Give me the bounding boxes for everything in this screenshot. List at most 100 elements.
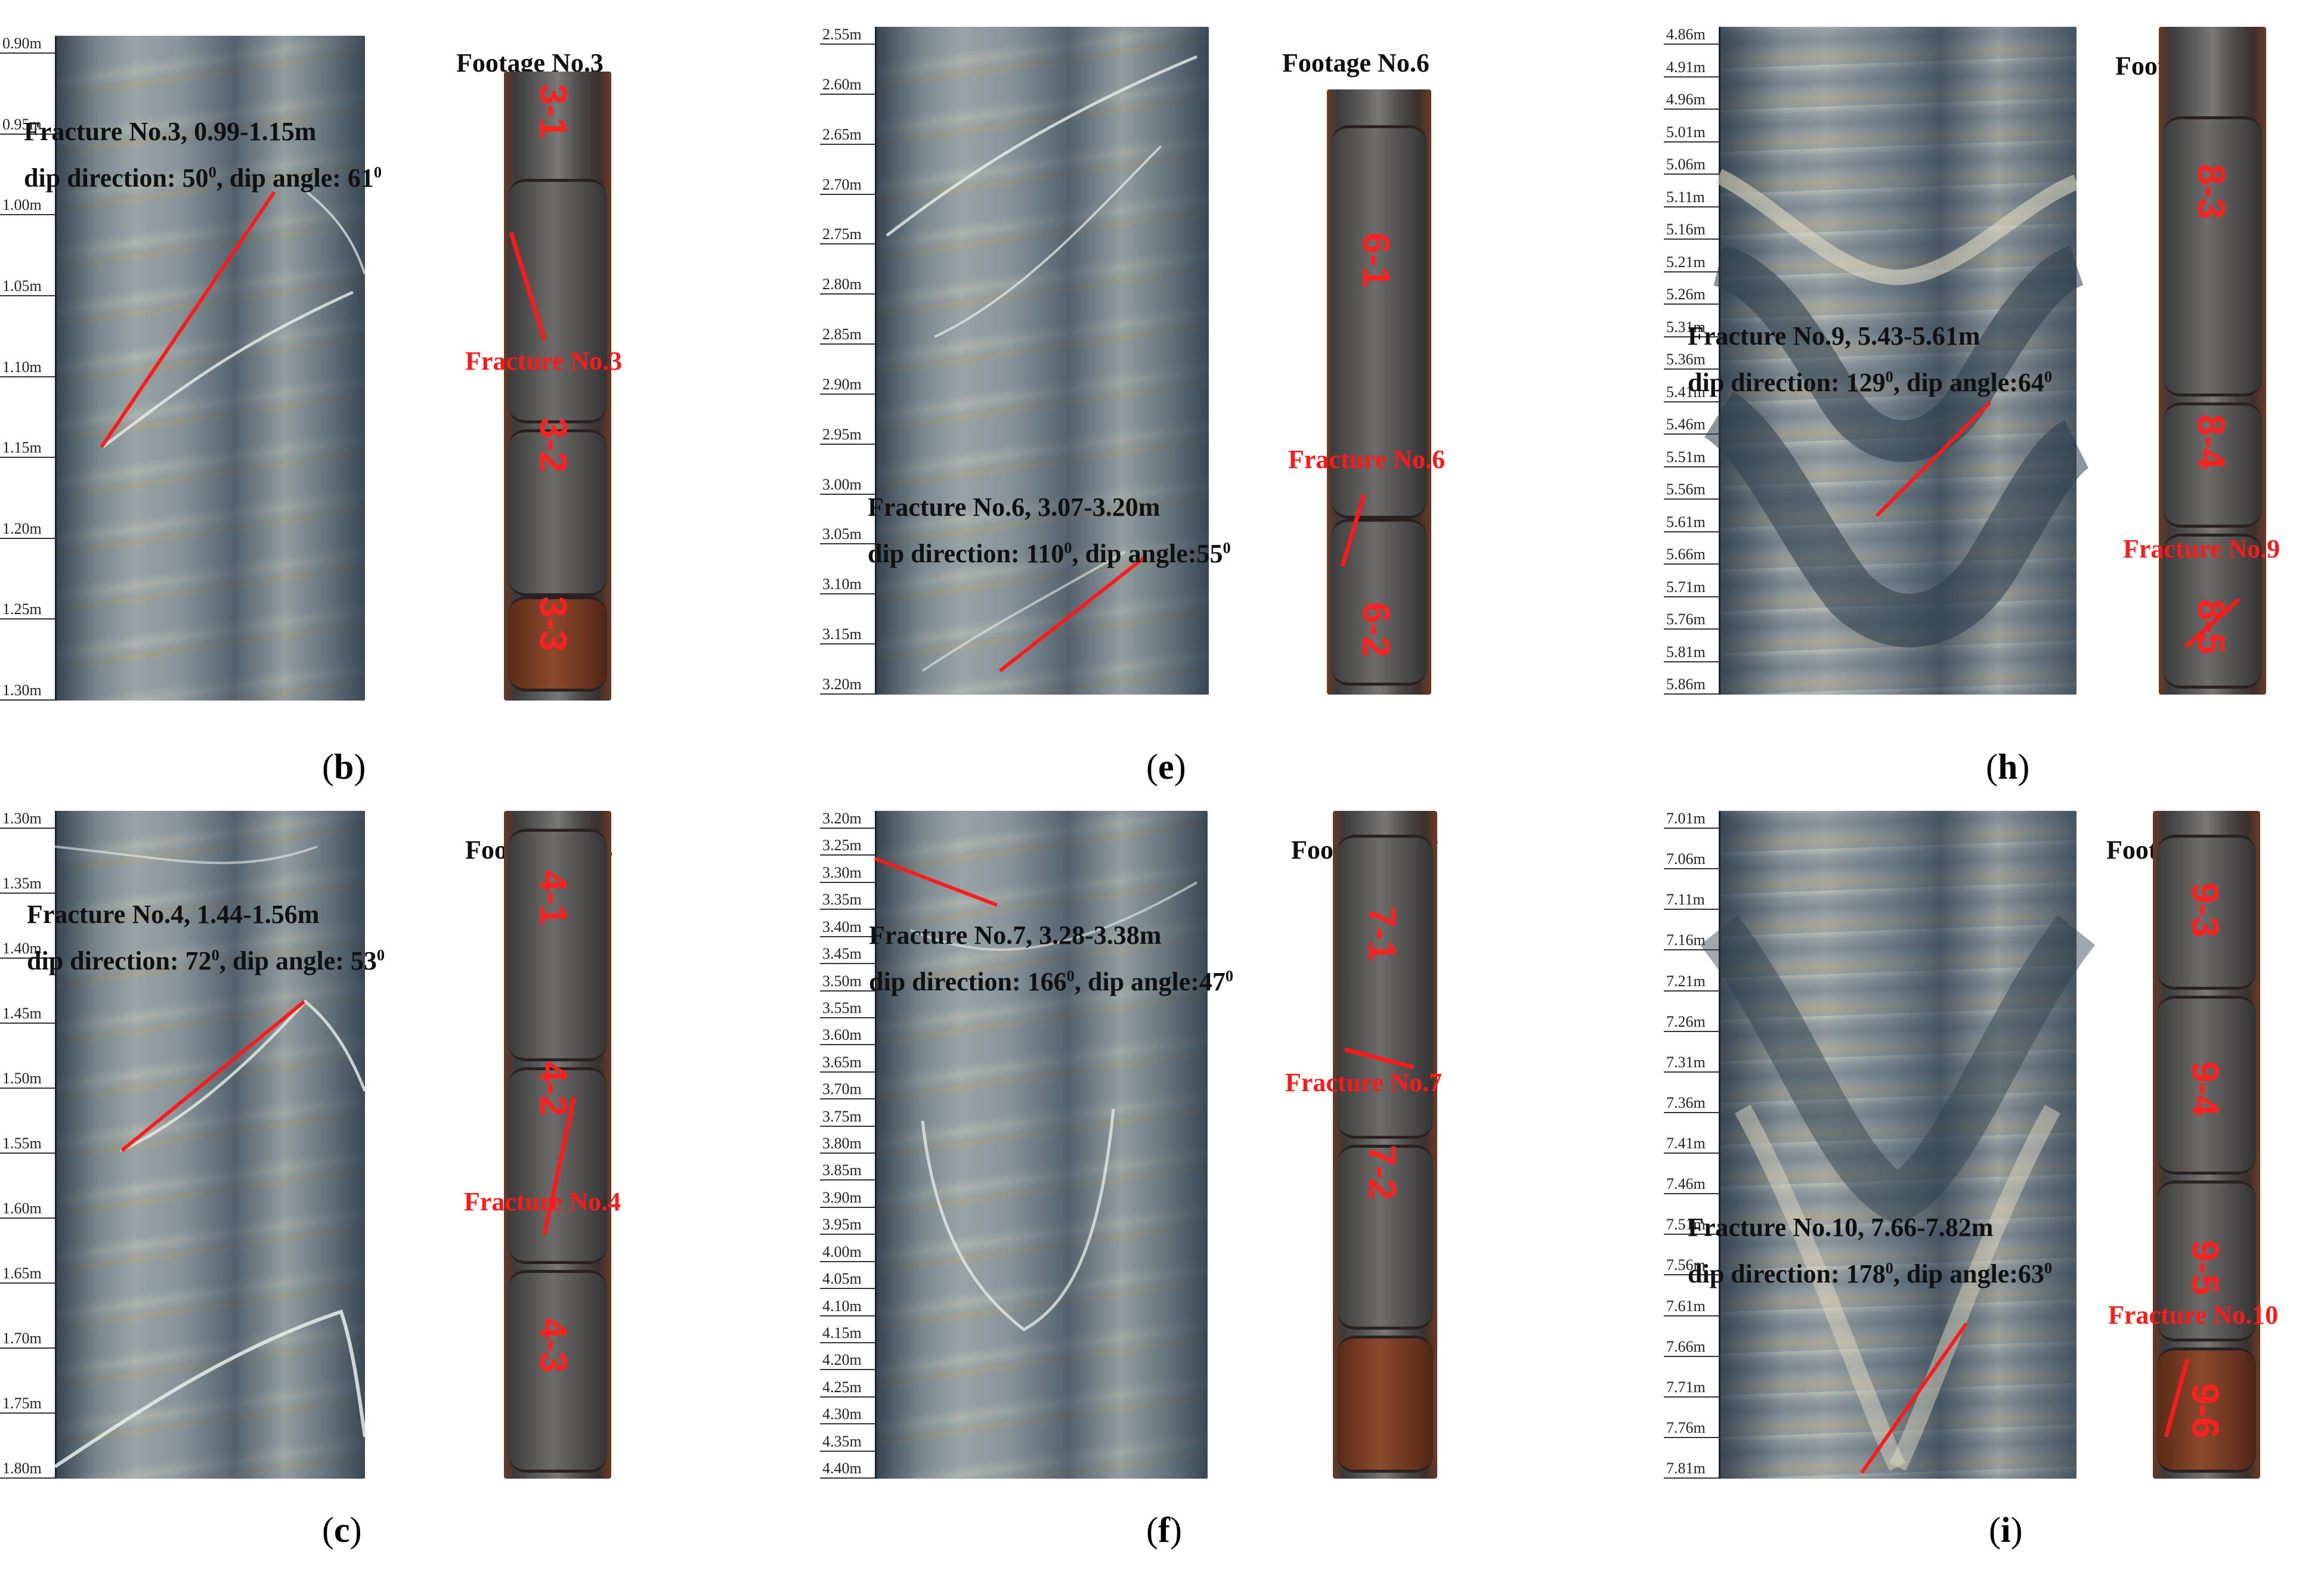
- depth-tick-label: 1.70m: [2, 1330, 42, 1347]
- depth-tick: 7.41m: [1664, 1136, 1719, 1154]
- depth-tick: 3.45m: [820, 946, 875, 965]
- depth-tick: 1.50m: [0, 1071, 55, 1089]
- depth-tick-label: 1.45m: [2, 1005, 42, 1022]
- fold-band: [1712, 245, 2085, 462]
- fracture-label: Fracture No.9: [2123, 534, 2280, 563]
- depth-tick-label: 1.30m: [2, 810, 42, 827]
- depth-tick-label: 3.30m: [822, 863, 862, 881]
- depth-tick-label: 4.10m: [822, 1297, 862, 1315]
- depth-tick: 5.66m: [1664, 547, 1719, 565]
- depth-tick: 3.40m: [820, 919, 875, 937]
- depth-tick-label: 5.31m: [1666, 318, 1706, 336]
- fold-band: [1703, 391, 2090, 648]
- depth-tick-label: 2.70m: [822, 175, 862, 193]
- depth-tick-label: 5.81m: [1666, 643, 1706, 661]
- borehole-scan-image: [1719, 811, 2077, 1479]
- depth-tick: 1.70m: [0, 1331, 55, 1349]
- depth-tick-label: 3.20m: [822, 676, 862, 693]
- panel-caption: (b): [322, 747, 366, 786]
- depth-tick-label: 7.01m: [1666, 810, 1706, 827]
- depth-tick-label: 5.41m: [1666, 383, 1706, 401]
- depth-tick: 1.20m: [0, 521, 55, 539]
- fracture-trace: [54, 845, 318, 865]
- depth-tick-label: 7.51m: [1666, 1216, 1706, 1234]
- depth-tick: 3.50m: [820, 973, 875, 992]
- depth-tick: 3.15m: [820, 627, 875, 645]
- fracture-label: Fracture No.4: [464, 1187, 621, 1216]
- depth-tick-label: 1.10m: [2, 358, 42, 376]
- depth-tick: 1.30m: [0, 683, 55, 701]
- depth-tick-label: 1.60m: [2, 1200, 42, 1217]
- depth-tick: 7.06m: [1664, 850, 1719, 870]
- core-piece: [1337, 1145, 1433, 1330]
- depth-tick-label: 7.06m: [1666, 850, 1706, 868]
- depth-tick-label: 1.25m: [2, 600, 42, 618]
- scan-overlay: [1700, 915, 2096, 1474]
- depth-tick-label: 5.71m: [1666, 578, 1706, 596]
- depth-tick-label: 3.75m: [822, 1107, 862, 1125]
- depth-tick-label: 4.91m: [1666, 58, 1706, 76]
- fracture-line: [2184, 597, 2241, 649]
- fracture-line: [1340, 494, 1366, 568]
- depth-tick: 4.86m: [1664, 27, 1719, 45]
- depth-tick: 5.61m: [1664, 514, 1719, 532]
- depth-tick: 3.75m: [820, 1107, 875, 1127]
- depth-tick: 3.10m: [820, 577, 875, 595]
- depth-tick: 3.65m: [820, 1054, 875, 1073]
- depth-tick-label: 7.11m: [1666, 891, 1705, 909]
- depth-tick-label: 4.86m: [1666, 26, 1706, 43]
- depth-tick: 5.41m: [1664, 383, 1719, 402]
- depth-tick-label: 2.85m: [822, 326, 862, 343]
- panel-caption: (c): [322, 1510, 362, 1550]
- depth-tick-label: 7.46m: [1666, 1175, 1706, 1193]
- depth-tick: 5.21m: [1664, 253, 1719, 272]
- depth-tick-label: 3.80m: [822, 1135, 862, 1152]
- depth-tick: 7.71m: [1664, 1379, 1719, 1398]
- depth-tick-label: 3.55m: [822, 999, 862, 1017]
- depth-tick: 1.05m: [0, 278, 55, 296]
- depth-tick-label: 3.85m: [822, 1161, 862, 1179]
- depth-tick-label: 4.40m: [822, 1460, 862, 1477]
- fracture-trace: [119, 999, 367, 1153]
- core-sample-image: 3-1 3-2 3-3: [504, 72, 611, 701]
- core-overlay: [2184, 597, 2241, 649]
- depth-tick-label: 5.46m: [1666, 416, 1706, 433]
- depth-tick-label: 4.96m: [1666, 91, 1706, 108]
- depth-tick-label: 7.76m: [1666, 1418, 1706, 1436]
- core-piece: [2163, 402, 2262, 528]
- depth-tick-label: 7.36m: [1666, 1093, 1706, 1111]
- depth-tick: 5.06m: [1664, 157, 1719, 175]
- depth-tick-label: 1.05m: [2, 277, 42, 295]
- panel-caption: (i): [1989, 1510, 2023, 1550]
- fracture-label: Fracture No.3: [465, 346, 623, 376]
- depth-tick: 7.56m: [1664, 1257, 1719, 1276]
- depth-tick: 5.26m: [1664, 287, 1719, 305]
- depth-tick: 5.31m: [1664, 318, 1719, 337]
- depth-tick: 3.60m: [820, 1027, 875, 1046]
- depth-tick: 1.40m: [0, 941, 55, 959]
- depth-tick-label: 5.76m: [1666, 611, 1706, 628]
- depth-tick: 7.66m: [1664, 1339, 1719, 1357]
- depth-tick-label: 5.26m: [1666, 286, 1706, 303]
- depth-tick: 3.90m: [820, 1189, 875, 1208]
- depth-tick: 1.00m: [0, 197, 55, 216]
- depth-tick-label: 5.21m: [1666, 253, 1706, 271]
- core-piece: [508, 829, 607, 1061]
- borehole-scan-image: [1719, 27, 2077, 695]
- depth-tick: 5.81m: [1664, 643, 1719, 662]
- depth-tick-label: 5.01m: [1666, 123, 1706, 141]
- depth-tick: 3.95m: [820, 1217, 875, 1235]
- fracture-label: Fracture No.7: [1285, 1068, 1443, 1097]
- fold-band: [1889, 1104, 2061, 1471]
- depth-tick: 1.10m: [0, 358, 55, 377]
- depth-tick: 2.90m: [820, 376, 875, 395]
- core-overlay: [542, 1096, 577, 1235]
- fracture-line: [2164, 1359, 2190, 1438]
- depth-tick: 7.16m: [1664, 932, 1719, 951]
- fracture-trace: [54, 1309, 367, 1469]
